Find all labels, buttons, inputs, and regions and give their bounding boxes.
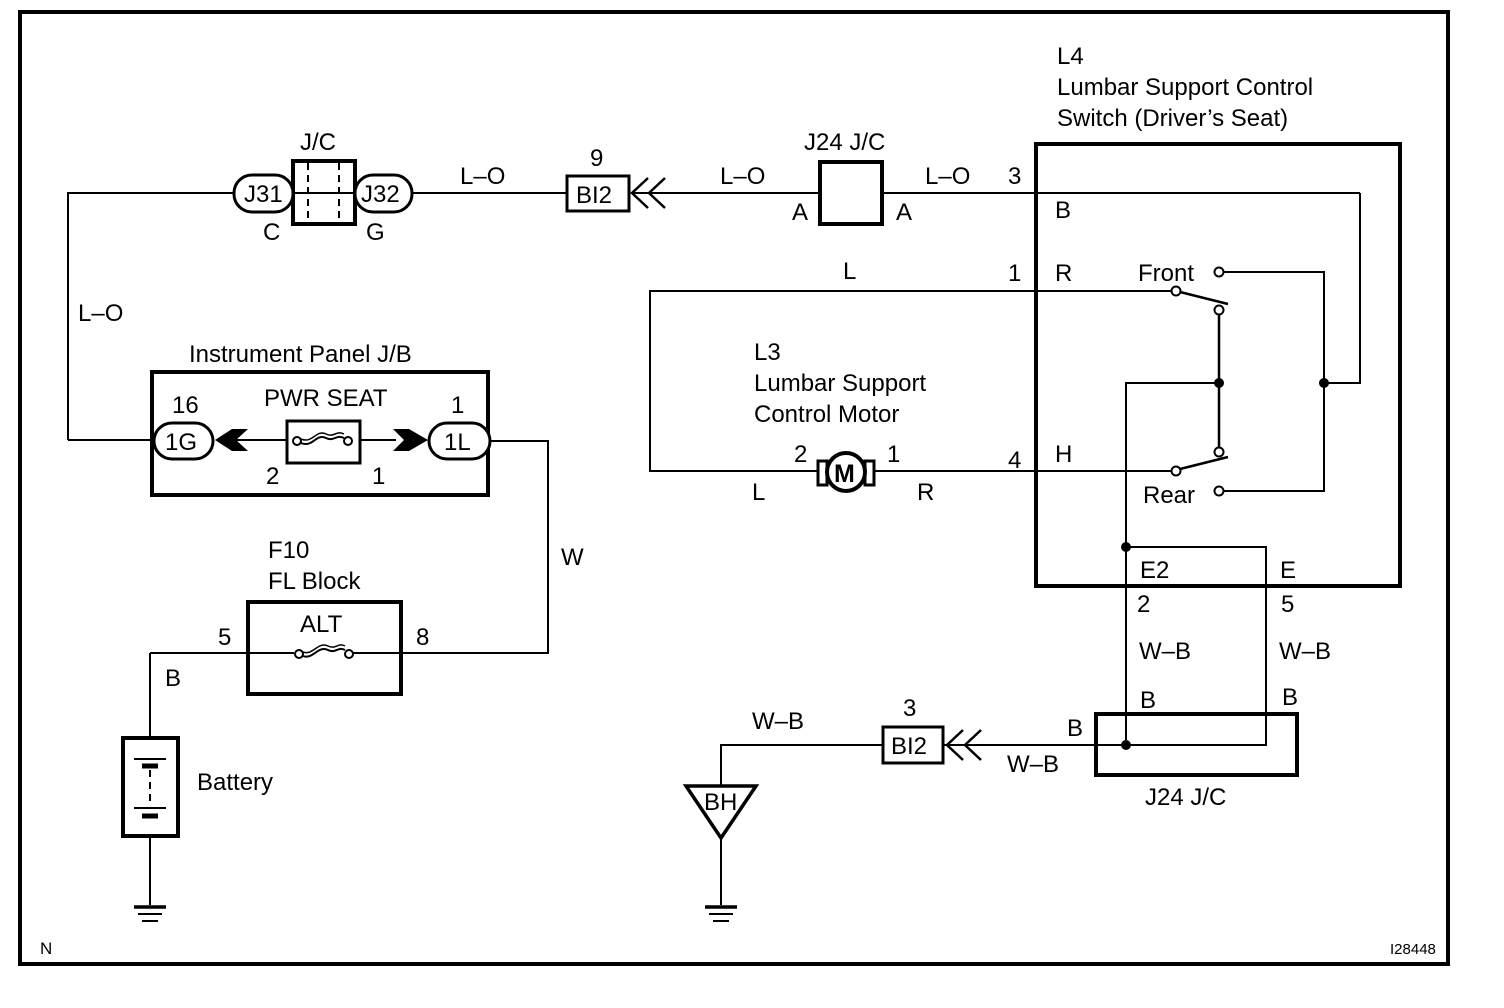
corner-label: N (40, 939, 52, 958)
svg-text:FL Block: FL Block (268, 568, 361, 595)
svg-text:E2: E2 (1140, 557, 1169, 584)
wire-label-wb-e: W–B (1279, 638, 1331, 665)
svg-text:J31: J31 (244, 181, 283, 208)
pin-5: 5 (1281, 591, 1294, 618)
svg-text:1: 1 (372, 463, 385, 490)
pin-1: 1 (1008, 260, 1021, 287)
svg-text:E: E (1280, 557, 1296, 584)
svg-text:5: 5 (218, 624, 231, 651)
svg-text:1: 1 (887, 441, 900, 468)
wire-label-wb-bi2: W–B (1007, 751, 1059, 778)
svg-text:BH: BH (704, 789, 737, 816)
diagram-frame (18, 10, 1450, 966)
jc-title: J/C (300, 129, 336, 156)
svg-text:C: C (263, 219, 280, 246)
svg-text:9: 9 (590, 145, 603, 172)
svg-text:Battery: Battery (197, 769, 273, 796)
svg-text:B: B (1055, 197, 1071, 224)
svg-text:A: A (896, 199, 912, 226)
svg-text:1L: 1L (444, 429, 471, 456)
svg-text:1: 1 (451, 392, 464, 419)
svg-text:F10: F10 (268, 537, 309, 564)
connector-bi2-top: 9 BI2 (565, 145, 666, 213)
fl-block-f10: F10 FL Block ALT 5 8 (150, 537, 429, 696)
junction-connector-j24-bottom: B B B J24 J/C (1067, 684, 1299, 811)
pin-2: 2 (1137, 591, 1150, 618)
svg-text:H: H (1055, 441, 1072, 468)
wire-label-lo-left: L–O (78, 300, 123, 327)
connector-j31 (232, 173, 295, 214)
svg-text:M: M (834, 460, 855, 488)
fuse-alt-icon (302, 647, 346, 658)
wire-label-b: B (165, 665, 181, 692)
wire-label-l: L (843, 258, 856, 285)
pin-4: 4 (1008, 447, 1021, 474)
svg-text:BI2: BI2 (891, 733, 927, 760)
svg-text:R: R (1055, 260, 1072, 287)
wire-label-wb-e2: W–B (1139, 638, 1191, 665)
lumbar-support-control-motor: L3 Lumbar Support Control Motor M 2 1 L … (752, 339, 934, 506)
svg-text:8: 8 (416, 624, 429, 651)
junction-connector-jc: J/C J31 J32 C G (232, 129, 414, 246)
svg-text:G: G (366, 219, 385, 246)
svg-text:Lumbar Support Control: Lumbar Support Control (1057, 74, 1313, 101)
svg-text:BI2: BI2 (576, 182, 612, 209)
svg-text:L: L (752, 479, 765, 506)
wire-label-lo-3: L–O (925, 163, 970, 190)
instrument-panel-junction-block: Instrument Panel J/B 16 PWR SEAT 1 1G 1L… (68, 341, 492, 497)
svg-text:B: B (1282, 684, 1298, 711)
svg-text:J24 J/C: J24 J/C (804, 129, 885, 156)
svg-text:J24 J/C: J24 J/C (1145, 784, 1226, 811)
lumbar-support-control-switch: L4 Lumbar Support Control Switch (Driver… (1034, 43, 1402, 740)
svg-text:3: 3 (903, 695, 916, 722)
fuse-alt-label: ALT (300, 611, 343, 638)
fuse-pwr-seat-label: PWR SEAT (264, 385, 388, 412)
connector-1g (152, 421, 215, 461)
wire-label-lo-1: L–O (460, 163, 505, 190)
wire-lo-left (67, 192, 236, 440)
svg-text:1G: 1G (165, 429, 197, 456)
svg-text:J32: J32 (361, 181, 400, 208)
pin-3: 3 (1008, 163, 1021, 190)
junction-connector-j24-top: J24 J/C A A (792, 129, 912, 226)
svg-text:2: 2 (794, 441, 807, 468)
wire-l (649, 290, 1036, 472)
svg-text:L3: L3 (754, 339, 781, 366)
svg-text:Switch (Driver’s Seat): Switch (Driver’s Seat) (1057, 105, 1288, 132)
ground-point-bh: BH (682, 784, 760, 922)
svg-text:B: B (1140, 687, 1156, 714)
svg-text:R: R (917, 479, 934, 506)
svg-text:2: 2 (266, 463, 279, 490)
svg-text:L4: L4 (1057, 43, 1084, 70)
svg-text:Lumbar Support: Lumbar Support (754, 370, 926, 397)
wire-label-wb-ground: W–B (752, 708, 804, 735)
battery: Battery (121, 653, 273, 922)
motor-icon (825, 451, 867, 493)
svg-text:Control Motor: Control Motor (754, 401, 899, 428)
switch-front-label: Front (1138, 260, 1194, 287)
svg-text:16: 16 (172, 392, 199, 419)
switch-rear-label: Rear (1143, 482, 1195, 509)
figure-id: I28448 (1390, 941, 1436, 958)
svg-text:B: B (1067, 715, 1083, 742)
connector-j32 (353, 173, 414, 214)
connector-bi2-bottom: 3 BI2 (881, 695, 982, 765)
wire-label-lo-2: L–O (720, 163, 765, 190)
svg-text:A: A (792, 199, 808, 226)
wire-label-w: W (561, 544, 584, 571)
svg-text:Instrument Panel J/B: Instrument Panel J/B (189, 341, 412, 368)
